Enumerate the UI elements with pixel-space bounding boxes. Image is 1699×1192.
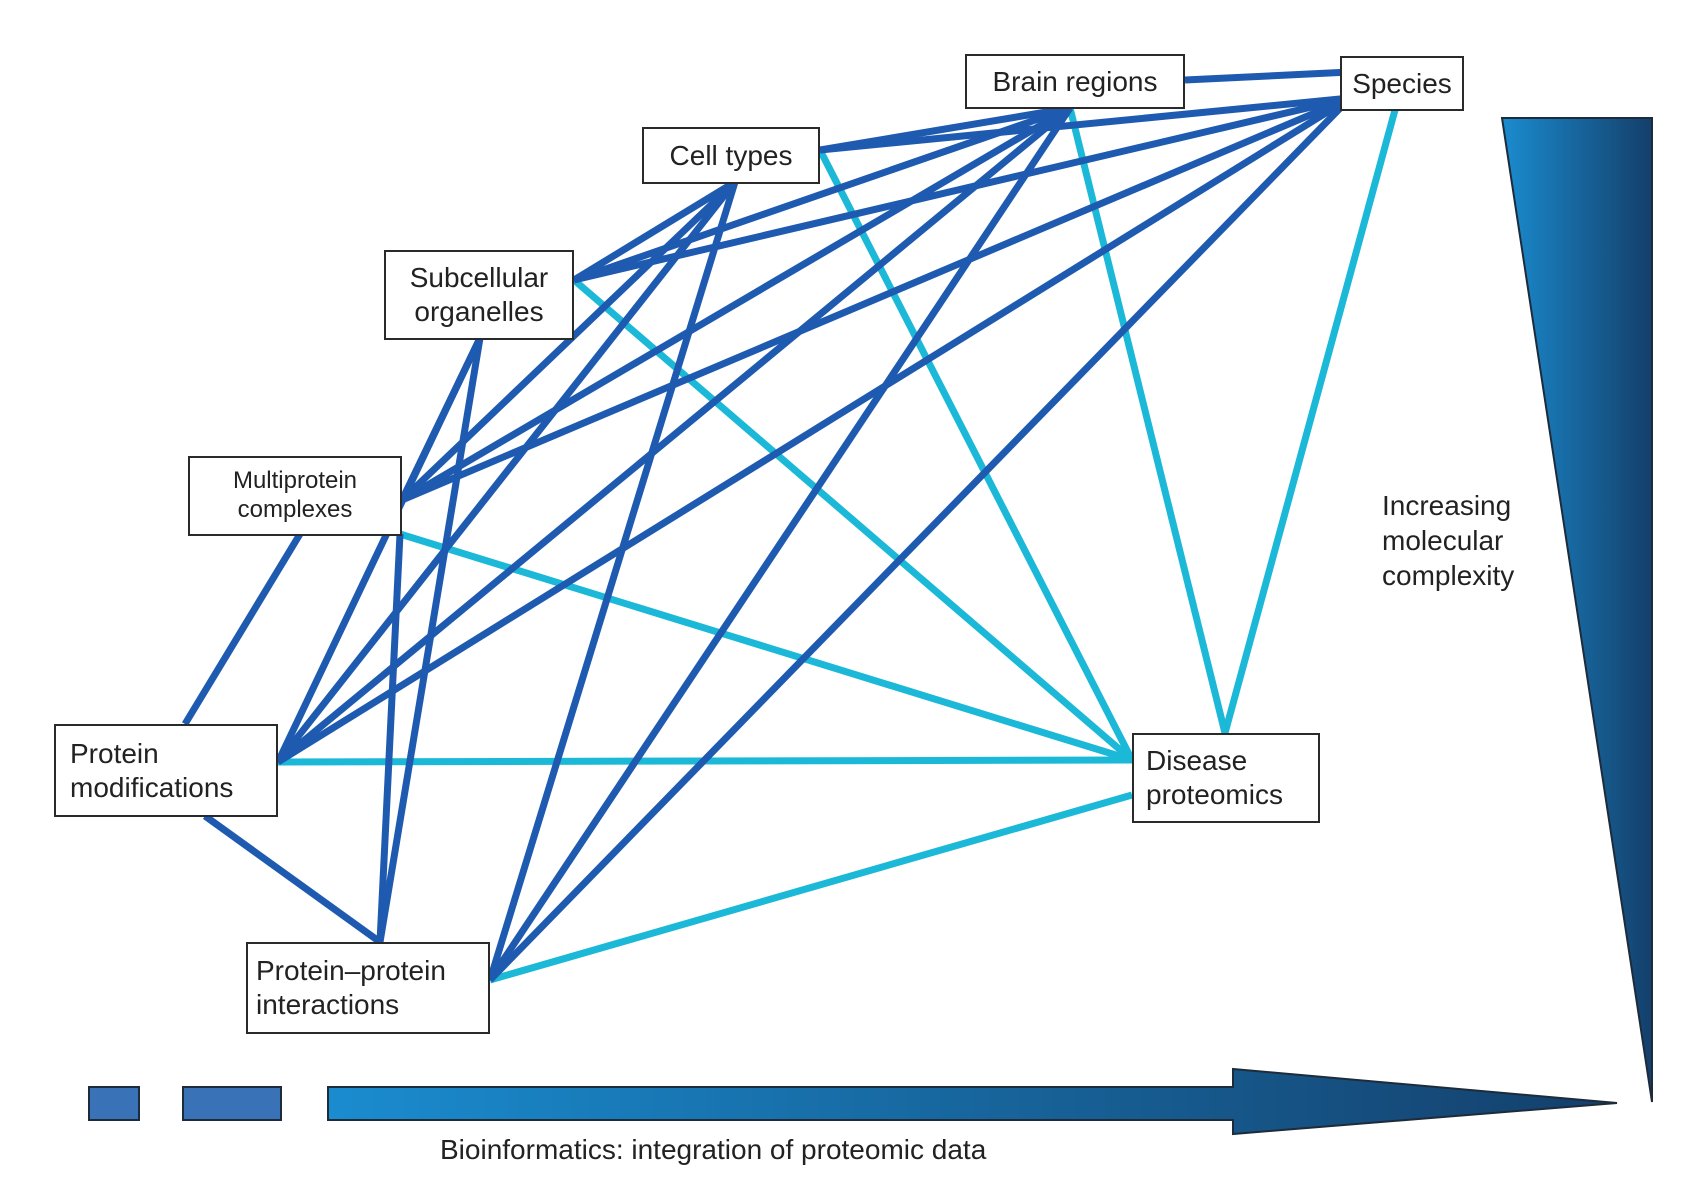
core-edge-cell-brain [819,104,1071,154]
arrow-segment-2 [182,1086,282,1121]
node-label-line: Disease [1146,745,1248,777]
core-edge-subcellular-cell [572,179,737,283]
core-edge-ppi-cell [486,180,739,982]
core-edge-ppi-multiprotein [376,533,404,943]
bioinformatics-label: Bioinformatics: integration of proteomic… [440,1134,987,1165]
core-edge-cell-species [819,94,1351,154]
complexity-label-line: Increasing [1382,490,1512,521]
complexity-label-line: complexity [1382,560,1515,591]
core-edge-multiprotein-brain [400,104,1072,504]
node-label-line: Multiprotein [232,467,358,495]
node-label-line: proteomics [1146,779,1283,810]
core-edge-protmod-brain [275,105,1073,765]
disease-edge-species-disease [1221,109,1399,734]
complexity-wedge [1500,117,1653,1103]
disease-edge-subcellular-disease [571,277,1135,763]
node-label-line: modifications [70,771,234,803]
node-label-line: organelles [414,296,544,327]
node-label-line: Cell types [669,139,793,171]
disease-edge-multiprotein-disease [398,530,1134,764]
node-cell-types: Cell types [642,127,820,184]
disease-edge-brain-disease [1066,107,1229,734]
disease-edge-cell-disease [816,148,1136,762]
complexity-label-line: molecular [1382,525,1504,556]
core-edge-multiprotein-cell [399,179,738,503]
core-edge-subcellular-brain [572,104,1072,284]
node-label-line: interactions [256,989,400,1020]
node-label-line: Protein [70,737,159,769]
complexity-label: Increasing molecular complexity [1382,488,1514,593]
node-brain-regions: Brain regions [965,54,1185,109]
node-label-line: complexes [237,496,353,523]
node-label-line: Species [1352,67,1452,99]
node-label-line: Subcellular [409,262,549,294]
core-edge-ppi-protmod [202,813,383,945]
core-edge-ppi-subcellular [376,337,484,943]
arrow-segment-1 [88,1086,140,1121]
node-species: Species [1340,56,1464,111]
core-edge-protmod-subcellular [274,336,484,764]
core-edge-protmod-species [276,95,1352,765]
node-label-line: Brain regions [992,65,1158,97]
node-label-line: Protein–protein [256,955,446,987]
core-edge-ppi-species [487,95,1353,983]
core-edge-protmod-cell [275,179,738,765]
core-edge-brain-species [1184,68,1351,84]
core-edge-subcellular-species [573,94,1351,284]
core-edge-multiprotein-species [400,94,1352,504]
core-edge-ppi-brain [487,106,1073,982]
bioinformatics-arrow [327,1067,1618,1136]
disease-edge-ppi-disease [489,791,1133,984]
edges [182,68,1399,984]
core-edge-protmod-multiprotein [182,532,303,726]
